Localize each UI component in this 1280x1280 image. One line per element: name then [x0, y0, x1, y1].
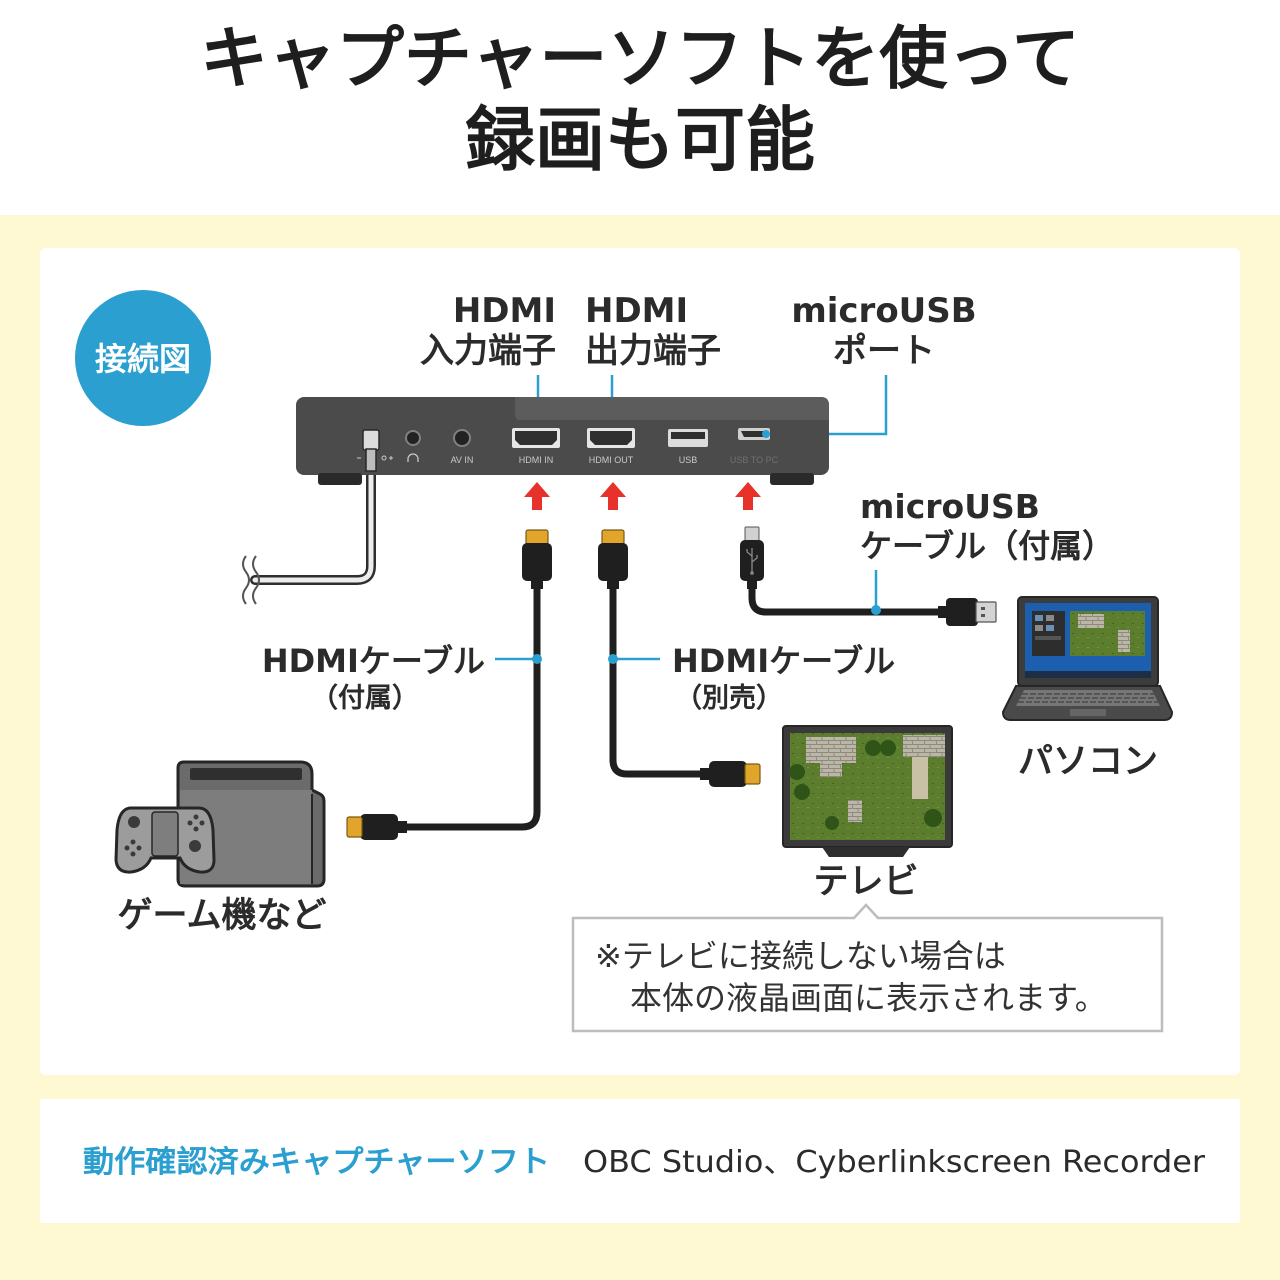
- footer-panel: [40, 1099, 1240, 1223]
- title-line-1: キャプチャーソフトを使って: [200, 20, 1080, 99]
- title-line-2: 録画も可能: [465, 99, 815, 181]
- title-area: キャプチャーソフトを使って 録画も可能: [0, 0, 1280, 215]
- connection-diagram-panel: [40, 248, 1240, 1075]
